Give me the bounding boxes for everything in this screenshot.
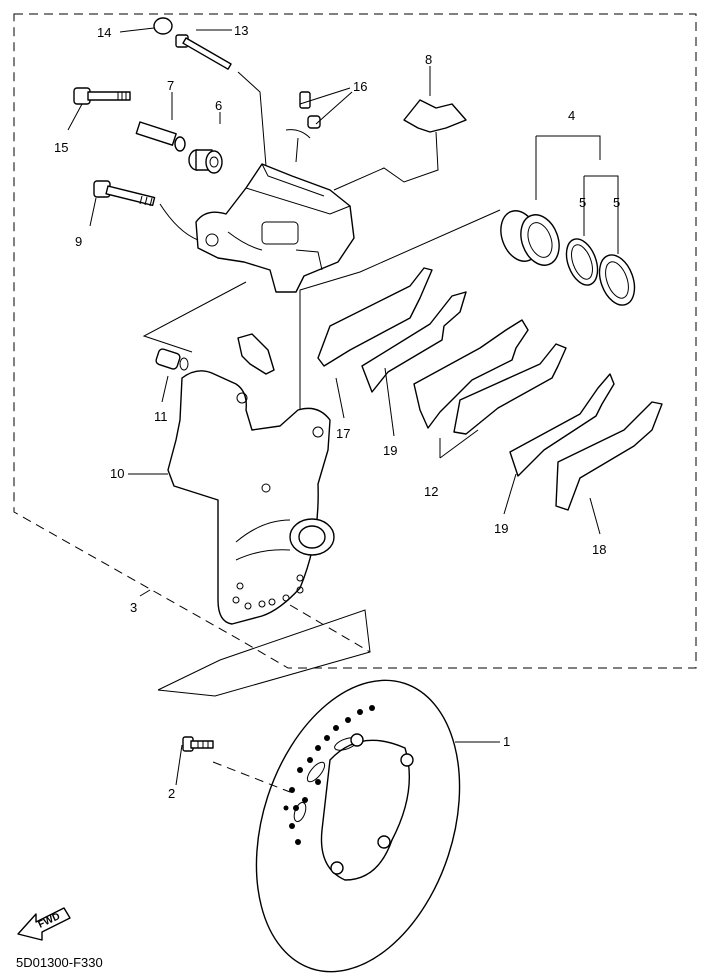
callout-17: 17 bbox=[336, 426, 350, 441]
drawing-code: 5D01300-F330 bbox=[16, 955, 103, 970]
callout-18: 18 bbox=[592, 542, 606, 557]
callout-7: 7 bbox=[167, 78, 174, 93]
brake-disc bbox=[255, 679, 461, 973]
caliper-bracket bbox=[167, 370, 335, 625]
callout-1: 1 bbox=[503, 734, 510, 749]
pad-pin bbox=[175, 34, 232, 70]
pad-shim-outer bbox=[555, 401, 663, 511]
brake-pad-outer bbox=[509, 373, 615, 477]
callout-6: 6 bbox=[215, 98, 222, 113]
callout-4: 4 bbox=[568, 108, 575, 123]
pad-shim-inner bbox=[317, 267, 433, 367]
callout-5a: 5 bbox=[579, 195, 586, 210]
bleed-screw bbox=[285, 91, 321, 139]
piston-seal bbox=[565, 238, 599, 286]
callout-14: 14 bbox=[97, 25, 111, 40]
pin-plug bbox=[153, 17, 173, 35]
caliper-body bbox=[195, 163, 355, 293]
retainer-clip bbox=[237, 333, 275, 375]
callout-3: 3 bbox=[130, 600, 137, 615]
fwd-arrow-icon: FWD bbox=[17, 907, 71, 941]
caliper-piston bbox=[500, 210, 560, 266]
callout-10: 10 bbox=[110, 466, 124, 481]
callout-12: 12 bbox=[424, 484, 438, 499]
dust-seal bbox=[598, 254, 636, 306]
slide-pin bbox=[135, 121, 186, 152]
pad-spring bbox=[403, 99, 467, 133]
slide-pin-bushing bbox=[188, 149, 223, 174]
assembly-dashed-outline bbox=[13, 13, 697, 669]
callout-19a: 19 bbox=[383, 443, 397, 458]
callout-16: 16 bbox=[353, 79, 367, 94]
grommet bbox=[155, 348, 189, 371]
brake-pad-inner bbox=[361, 291, 467, 393]
callout-15: 15 bbox=[54, 140, 68, 155]
callout-2: 2 bbox=[168, 786, 175, 801]
callout-11: 11 bbox=[154, 409, 168, 424]
caliper-bolt-upper bbox=[73, 87, 131, 105]
caliper-bolt-lower bbox=[93, 180, 156, 207]
callout-leaders bbox=[67, 27, 619, 786]
callout-9: 9 bbox=[75, 234, 82, 249]
disc-bolt bbox=[182, 736, 214, 752]
callout-8: 8 bbox=[425, 52, 432, 67]
callout-13: 13 bbox=[234, 23, 248, 38]
callout-5b: 5 bbox=[613, 195, 620, 210]
brake-pad-set bbox=[413, 319, 567, 435]
callout-19b: 19 bbox=[494, 521, 508, 536]
